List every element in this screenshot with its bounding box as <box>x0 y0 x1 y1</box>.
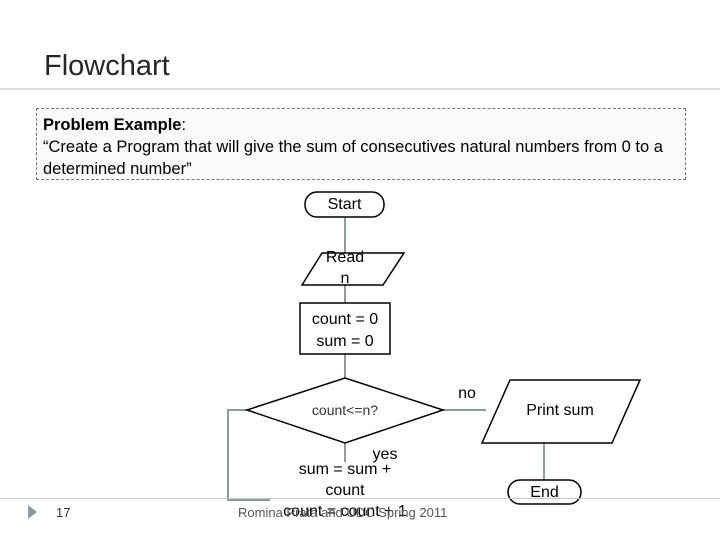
init-process-box <box>299 302 391 355</box>
no-label: no <box>458 385 476 402</box>
yes-label: yes <box>372 446 398 463</box>
problem-example-box: Problem Example: “Create a Program that … <box>36 108 686 180</box>
read-label-line2: n <box>340 270 350 287</box>
problem-text: “Create a Program that will give the sum… <box>43 138 663 178</box>
output-shape <box>480 379 642 444</box>
slide-number: 17 <box>56 505 71 520</box>
process-label-line3: count = count + 1 <box>283 503 407 520</box>
problem-colon: : <box>181 116 187 134</box>
slide-title: Flowchart <box>44 50 170 82</box>
init-label-line2: sum = 0 <box>316 333 374 350</box>
footer-bullet-icon <box>28 505 37 519</box>
decision-label: count<=n? <box>311 402 379 418</box>
init-label-line1: count = 0 <box>311 311 379 328</box>
start-label: Start <box>327 196 362 213</box>
problem-label: Problem Example <box>43 116 182 134</box>
output-label: Print sum <box>526 402 594 419</box>
decision-diamond <box>244 377 446 444</box>
read-label-line1: Read <box>325 249 365 266</box>
footer-text: Romina Prata and UDC Spring 2011 <box>238 505 448 520</box>
process-label-line1: sum = sum + <box>298 461 392 478</box>
end-label: End <box>530 484 559 501</box>
connector-loop-back <box>227 409 270 501</box>
footer-divider <box>0 498 720 499</box>
read-input-shape <box>300 252 406 286</box>
process-label-line2: count <box>325 482 365 499</box>
start-terminal <box>304 191 385 218</box>
title-divider <box>0 88 720 90</box>
